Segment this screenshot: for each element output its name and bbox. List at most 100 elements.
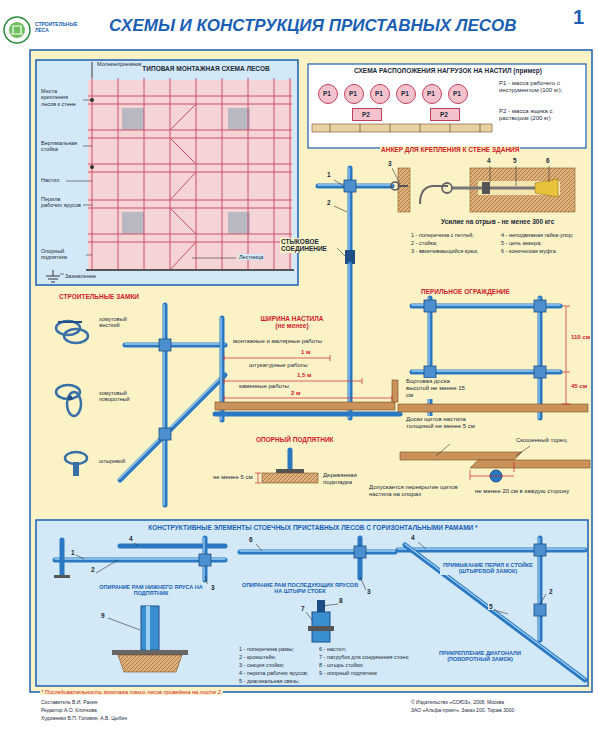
callout-number: 2 xyxy=(90,566,96,573)
section-title: 45 см xyxy=(570,383,588,390)
load-label: P1 xyxy=(319,90,335,97)
part-label: 5 - цепь анкера; xyxy=(500,240,543,246)
part-label: Деревянная подкладка xyxy=(322,472,364,486)
part-label: Доски щитов настила толщиной не менее 5 … xyxy=(405,416,477,430)
deck-width-drawing xyxy=(215,318,400,420)
part-label: ОПИРАНИЕ РАМ ПОСЛЕДУЮЩИХ ЯРУСОВ НА ШТЫРИ… xyxy=(238,582,362,595)
callout-number: 4 xyxy=(128,535,134,542)
load-label: P1 xyxy=(345,90,361,97)
callout-number: 1 xyxy=(572,6,585,29)
panel-title: СХЕМА РАСПОЛОЖЕНИЯ НАГРУЗОК НА НАСТИЛ (п… xyxy=(312,67,584,74)
part-label: 9 - опорный подпятник xyxy=(318,670,378,676)
part-label: Заземление xyxy=(64,273,97,279)
section-title: 1,5 м xyxy=(296,372,312,379)
part-label: ОПИРАНИЕ РАМ НИЖНЕГО ЯРУСА НА ПОДПЯТНИК xyxy=(92,584,210,597)
panel-title: КОНСТРУКТИВНЫЕ ЭЛЕМЕНТЫ СТОЕЧНЫХ ПРИСТАВ… xyxy=(40,524,586,531)
load-marker: P1 xyxy=(370,84,390,104)
callout-number: 2 xyxy=(326,199,332,206)
part-label: штукатурные работы xyxy=(248,362,309,369)
callout-number: 4 xyxy=(486,157,492,164)
section-title: 1 м xyxy=(300,349,311,356)
callout-number: 3 xyxy=(387,160,393,167)
part-label: Вертикальная стойка xyxy=(40,140,83,153)
railing-drawing xyxy=(398,298,590,482)
part-label: P2 - масса ящика с раствором (200 кг) xyxy=(498,108,584,122)
section-title: СТРОИТЕЛЬНЫЕ ЗАМКИ xyxy=(58,293,140,300)
part-label: Лестница xyxy=(238,254,264,260)
load-marker: P1 xyxy=(448,84,468,104)
part-label: не менее 20 см в каждую сторону xyxy=(474,488,584,495)
part-label: Настил xyxy=(40,177,61,183)
part-label: не менее 5 см xyxy=(212,474,254,481)
part-label: монтажные и малярные работы xyxy=(232,338,323,345)
anchor-drawing xyxy=(318,166,575,418)
section-title: ШИРИНА НАСТИЛА (не менее) xyxy=(256,315,328,330)
elements-panel xyxy=(36,520,588,686)
part-label: Скошенный торец xyxy=(515,437,568,444)
part-label: 2 - стойка; xyxy=(410,240,438,246)
part-label: 3 - секция стойки; xyxy=(238,662,285,668)
load-label: P1 xyxy=(397,90,413,97)
part-label: 2 - кронштейн; xyxy=(238,654,277,660)
callout-number: 5 xyxy=(512,157,518,164)
load-label: P1 xyxy=(371,90,387,97)
part-label: СТЫКОВОЕ СОЕДИНЕНИЕ xyxy=(280,238,336,253)
part-label: 1 - поперечина рамы; xyxy=(238,646,295,652)
part-label: каменные работы xyxy=(238,383,290,390)
callout-number: 3 xyxy=(210,584,216,591)
load-label: P2 xyxy=(353,111,379,118)
part-label: Допускается перекрытие щитов настила на … xyxy=(368,484,468,498)
part-label: ЗАО «Альфа-принт». Заказ 200. Тираж 3000 xyxy=(410,708,515,714)
section-title: ПЕРИЛЬНОЕ ОГРАЖДЕНИЕ xyxy=(420,288,511,295)
callout-number: 1 xyxy=(70,549,76,556)
main-panel xyxy=(30,50,592,692)
load-marker: P2 xyxy=(430,108,460,121)
pedestal-drawing xyxy=(255,450,318,483)
section-title: АНКЕР ДЛЯ КРЕПЛЕНИЯ К СТЕНЕ ЗДАНИЯ xyxy=(380,146,520,153)
part-label: Бортовая доска высотой не менее 15 см xyxy=(405,378,473,399)
part-label: Редактор А.О. Клочкова xyxy=(40,708,98,714)
load-marker: P1 xyxy=(344,84,364,104)
load-beam xyxy=(312,124,492,132)
part-label: хомутовый поворотный xyxy=(98,390,148,403)
part-label: ПРИКРЕПЛЕНИЕ ДИАГОНАЛИ (ПОВОРОТНЫЙ ЗАМОК… xyxy=(430,650,530,663)
part-label: 6 - коническая муфта xyxy=(500,248,557,254)
panel-title: ТИПОВАЯ МОНТАЖНАЯ СХЕМА ЛЕСОВ xyxy=(116,65,296,72)
callout-number: 2 xyxy=(548,588,554,595)
part-label: Опорный подпятник xyxy=(40,248,85,261)
section-title: 2 м xyxy=(290,390,301,397)
part-label: СТРОИТЕЛЬНЫЕ ЛЕСА xyxy=(34,22,78,34)
callout-number: 3 xyxy=(366,588,372,595)
part-label: 4 - перила рабочих ярусов; xyxy=(238,670,309,676)
part-label: ПРИМЫКАНИЕ ПЕРИЛ К СТОЙКЕ (ШТЫРЕВОЙ ЗАМО… xyxy=(440,562,536,575)
load-marker: P1 xyxy=(422,84,442,104)
scheme-panel xyxy=(36,60,298,285)
part-label: © Издательство «СОЮЗ», 2008. Москва xyxy=(410,700,505,706)
load-label: P1 xyxy=(423,90,439,97)
load-marker: P1 xyxy=(396,84,416,104)
callout-number: 9 xyxy=(100,612,106,619)
load-marker: P2 xyxy=(352,108,382,121)
part-label: 6 - настил; xyxy=(318,646,347,652)
part-label: Перила рабочих ярусов xyxy=(40,196,83,209)
part-label: Усилие на отрыв - не менее 300 кгс xyxy=(440,218,555,225)
callout-number: 8 xyxy=(338,597,344,604)
part-label: штыревой xyxy=(98,458,126,464)
part-label: Составитель В.И. Рахин xyxy=(40,700,98,706)
callout-number: 4 xyxy=(410,534,416,541)
part-label: * Последовательность монтажа таких лесов… xyxy=(40,689,223,695)
callout-number: 6 xyxy=(248,536,254,543)
section-title: 110 см xyxy=(570,334,591,341)
callout-number: 7 xyxy=(300,605,306,612)
part-label: 1 - поперечина с петлей; xyxy=(410,232,475,238)
part-label: P1 - масса рабочего с инструментом (100 … xyxy=(498,80,584,94)
callout-number: 1 xyxy=(326,171,332,178)
page-title: СХЕМЫ И КОНСТРУКЦИЯ ПРИСТАВНЫХ ЛЕСОВ xyxy=(108,16,518,36)
part-label: хомутовый жесткий xyxy=(98,316,140,329)
part-label: 8 - штырь стойки; xyxy=(318,662,365,668)
load-marker: P1 xyxy=(318,84,338,104)
part-label: 5 - диагональная связь; xyxy=(238,678,301,684)
callout-number: 6 xyxy=(545,157,551,164)
part-label: Художники В.П. Головин, А.В. Цыбин xyxy=(40,716,128,722)
section-title: ОПОРНЫЙ ПОДПЯТНИК xyxy=(255,436,335,443)
